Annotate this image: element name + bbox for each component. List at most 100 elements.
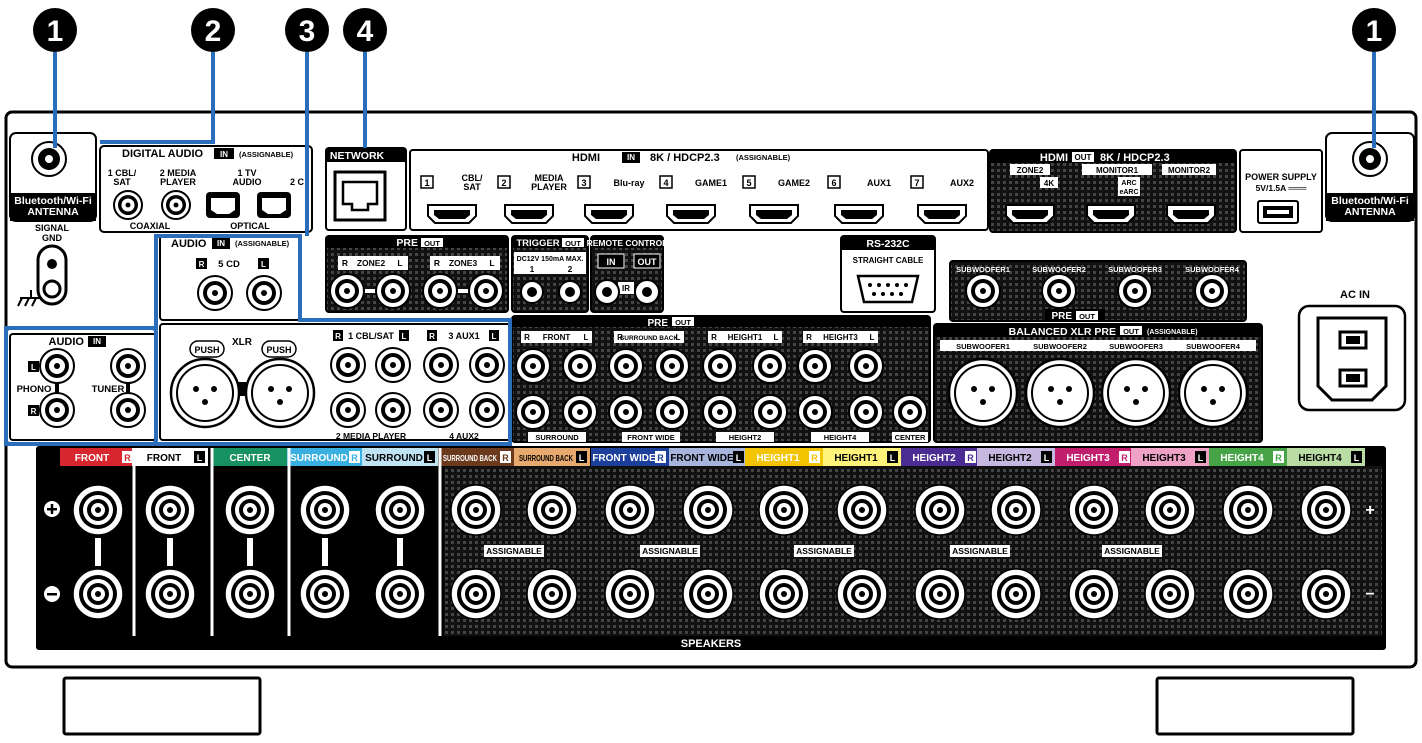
speaker-post-plus-10[interactable]	[836, 484, 888, 536]
speaker-post-minus-3[interactable]	[299, 568, 351, 620]
zone2-jack-r[interactable]	[329, 273, 365, 309]
speaker-post-plus-0[interactable]	[72, 484, 124, 536]
pre-out-jack-bottom-3[interactable]	[654, 394, 690, 430]
balanced-xlr-jack-3[interactable]	[1100, 357, 1172, 429]
sub-pre-jack-4[interactable]	[1194, 273, 1230, 309]
speaker-post-plus-7[interactable]	[604, 484, 656, 536]
pre-out-jack-top-1[interactable]	[562, 348, 598, 384]
media-jack-l[interactable]	[375, 392, 411, 428]
speaker-post-minus-16[interactable]	[1300, 568, 1352, 620]
speaker-post-minus-0[interactable]	[72, 568, 124, 620]
speaker-post-plus-5[interactable]	[450, 484, 502, 536]
pre-out-jack-center[interactable]	[892, 394, 928, 430]
aux1-jack-l[interactable]	[469, 347, 505, 383]
speaker-post-plus-13[interactable]	[1068, 484, 1120, 536]
coaxial-jack-1[interactable]	[113, 190, 143, 220]
speaker-post-minus-9[interactable]	[758, 568, 810, 620]
speaker-post-minus-4[interactable]	[374, 568, 426, 620]
speaker-post-plus-11[interactable]	[914, 484, 966, 536]
pre-out-jack-bottom-7[interactable]	[848, 394, 884, 430]
coaxial-jack-2[interactable]	[161, 190, 191, 220]
remote-in-jack[interactable]	[594, 279, 620, 305]
tuner-jack-r[interactable]	[110, 392, 146, 428]
aux2-jack-r[interactable]	[423, 392, 459, 428]
media-jack-r[interactable]	[330, 392, 366, 428]
balanced-xlr-jack-2[interactable]	[1024, 357, 1096, 429]
sub-pre-jack-2[interactable]	[1041, 273, 1077, 309]
xlr-in-jack-right[interactable]	[244, 357, 316, 429]
balanced-xlr-jack-4[interactable]	[1177, 357, 1249, 429]
speaker-post-plus-8[interactable]	[682, 484, 734, 536]
zone2-jack-l[interactable]	[375, 273, 411, 309]
cd-jack-l[interactable]	[246, 275, 282, 311]
speaker-post-plus-2[interactable]	[224, 484, 276, 536]
zone3-jack-r[interactable]	[422, 273, 458, 309]
cd-jack-r[interactable]	[197, 275, 233, 311]
pre-out-jack-top-0[interactable]	[515, 348, 551, 384]
pre-out-jack-bottom-1[interactable]	[562, 394, 598, 430]
speaker-post-plus-4[interactable]	[374, 484, 426, 536]
phono-jack-r[interactable]	[39, 392, 75, 428]
hdmi-out-monitor2-port[interactable]	[1166, 204, 1216, 224]
optical-jack-1[interactable]	[206, 192, 240, 218]
speaker-post-plus-15[interactable]	[1222, 484, 1274, 536]
pre-out-jack-top-7[interactable]	[848, 348, 884, 384]
speaker-post-minus-8[interactable]	[682, 568, 734, 620]
speaker-post-plus-6[interactable]	[526, 484, 578, 536]
remote-out-jack[interactable]	[634, 279, 660, 305]
speaker-post-minus-5[interactable]	[450, 568, 502, 620]
balanced-xlr-jack-1[interactable]	[947, 357, 1019, 429]
speaker-post-minus-2[interactable]	[224, 568, 276, 620]
ac-inlet[interactable]	[1297, 304, 1407, 412]
speaker-post-plus-3[interactable]	[299, 484, 351, 536]
cbl-jack-r[interactable]	[330, 347, 366, 383]
xlr-in-jack-left[interactable]	[169, 357, 241, 429]
cbl-jack-l[interactable]	[375, 347, 411, 383]
hdmi-out-zone2-port[interactable]	[1005, 204, 1055, 224]
tuner-jack-l[interactable]	[110, 348, 146, 384]
trigger-jack-2[interactable]	[558, 280, 582, 304]
optical-jack-2[interactable]	[257, 192, 291, 218]
pre-out-jack-top-6[interactable]	[797, 348, 833, 384]
pre-out-jack-top-5[interactable]	[752, 348, 788, 384]
speaker-post-plus-14[interactable]	[1144, 484, 1196, 536]
ethernet-port[interactable]	[333, 170, 387, 222]
speaker-post-minus-6[interactable]	[526, 568, 578, 620]
speaker-post-plus-12[interactable]	[990, 484, 1042, 536]
hdmi-out-monitor1-port[interactable]	[1086, 204, 1136, 224]
speaker-post-minus-15[interactable]	[1222, 568, 1274, 620]
rs232-port[interactable]	[856, 274, 920, 304]
pre-out-jack-top-2[interactable]	[608, 348, 644, 384]
speaker-post-minus-1[interactable]	[144, 568, 196, 620]
speaker-post-minus-10[interactable]	[836, 568, 888, 620]
sub-pre-jack-1[interactable]	[965, 273, 1001, 309]
speaker-post-minus-14[interactable]	[1144, 568, 1196, 620]
usb-port[interactable]	[1257, 200, 1299, 224]
trigger-jack-1[interactable]	[520, 280, 544, 304]
pre-out-jack-top-3[interactable]	[654, 348, 690, 384]
pre-out-jack-bottom-4[interactable]	[702, 394, 738, 430]
sub-pre-jack-3[interactable]	[1117, 273, 1153, 309]
pre-out-jack-bottom-0[interactable]	[515, 394, 551, 430]
pre-out-jack-top-4[interactable]	[702, 348, 738, 384]
speaker-post-minus-13[interactable]	[1068, 568, 1120, 620]
pre-out-jack-bottom-6[interactable]	[797, 394, 833, 430]
speaker-post-plus-1[interactable]	[144, 484, 196, 536]
speaker-post-plus-16[interactable]	[1300, 484, 1352, 536]
pre-out-jack-bottom-2[interactable]	[608, 394, 644, 430]
phono-jack-l[interactable]	[39, 348, 75, 384]
speaker-post-plus-9[interactable]	[758, 484, 810, 536]
speaker-post-minus-11[interactable]	[914, 568, 966, 620]
zone3-jack-l[interactable]	[468, 273, 504, 309]
aux2-jack-l[interactable]	[469, 392, 505, 428]
pre-out-jack-bottom-5[interactable]	[752, 394, 788, 430]
speaker-post-minus-7[interactable]	[604, 568, 656, 620]
aux1-jack-r[interactable]	[423, 347, 459, 383]
